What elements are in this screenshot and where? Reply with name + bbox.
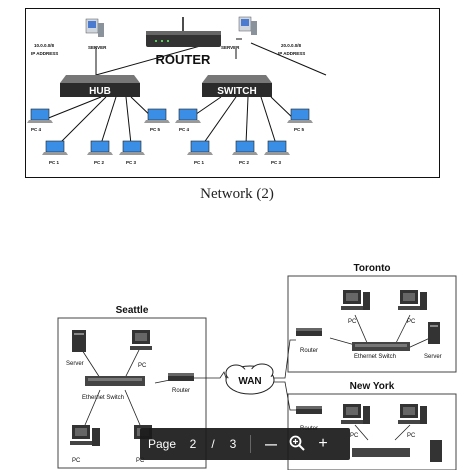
seattle-switch-label: Ethernet Switch bbox=[82, 395, 124, 401]
ny-server-icon bbox=[430, 440, 442, 462]
seattle-pc-top-label: PC bbox=[138, 363, 147, 369]
router-label: ROUTER bbox=[156, 52, 212, 67]
right-pc1-label: PC 1 bbox=[194, 160, 205, 165]
seattle-switch-icon bbox=[85, 376, 145, 386]
seattle-router-icon bbox=[168, 373, 194, 381]
laptop-icon bbox=[264, 140, 290, 155]
left-server-label: SERVER bbox=[88, 45, 107, 50]
laptop-icon bbox=[187, 140, 213, 155]
toolbar-divider bbox=[250, 435, 251, 453]
seattle-title: Seattle bbox=[116, 305, 149, 316]
laptop-icon bbox=[42, 140, 68, 155]
toronto-pc1-label: PC bbox=[348, 319, 357, 325]
diagram1-links bbox=[40, 38, 327, 148]
ny-pc1-icon bbox=[341, 404, 370, 424]
seattle-server-label: Server bbox=[66, 361, 84, 367]
right-server-label: SERVER bbox=[221, 45, 240, 50]
right-pc2-label: PC 2 bbox=[239, 160, 250, 165]
left-pc4-label: PC 4 bbox=[31, 127, 42, 132]
toronto-server-icon bbox=[428, 322, 440, 344]
left-laptops bbox=[27, 108, 170, 155]
wan-cloud-icon bbox=[225, 363, 275, 395]
toronto-switch-icon bbox=[352, 342, 410, 351]
laptop-icon bbox=[87, 140, 113, 155]
ny-router-icon bbox=[296, 406, 322, 414]
page-navigation-toolbar: Page 2 / 3 — + bbox=[140, 428, 350, 460]
seattle-pc-bottom-label: PC bbox=[72, 458, 81, 464]
network-diagram-1: ROUTER SERVER SERVER 10.0.0.0/8 IP ADDRE… bbox=[25, 8, 440, 178]
figure-caption: Network (2) bbox=[200, 186, 274, 202]
wan-label: WAN bbox=[238, 376, 261, 387]
toronto-pc1-icon bbox=[341, 290, 370, 310]
zoom-icon[interactable] bbox=[283, 435, 311, 454]
switch-label: SWITCH bbox=[217, 86, 256, 97]
laptop-icon bbox=[175, 108, 201, 123]
right-pc4-label: PC 4 bbox=[179, 127, 190, 132]
page-label: Page bbox=[148, 437, 177, 451]
toronto-switch-label: Ethernet Switch bbox=[354, 354, 396, 360]
zoom-out-button[interactable]: — bbox=[265, 437, 277, 451]
left-ip-line2: IP ADDRESS bbox=[31, 51, 58, 56]
seattle-pc-top-icon bbox=[130, 330, 152, 350]
laptop-icon bbox=[27, 108, 53, 123]
switch-device bbox=[202, 75, 272, 97]
left-pc1-label: PC 1 bbox=[49, 160, 60, 165]
left-server-icon bbox=[85, 18, 104, 37]
diagram2-links bbox=[81, 314, 431, 441]
laptop-icon bbox=[287, 108, 313, 123]
zoom-in-button[interactable]: + bbox=[318, 435, 328, 452]
toronto-pc2-icon bbox=[398, 290, 427, 310]
ny-switch-icon bbox=[352, 448, 410, 457]
right-pc5-label: PC 5 bbox=[294, 127, 305, 132]
toronto-box bbox=[287, 275, 457, 373]
toronto-title: Toronto bbox=[353, 263, 390, 274]
ny-pc2-icon bbox=[398, 404, 427, 424]
ny-pc2-label: PC bbox=[407, 433, 416, 439]
newyork-title: New York bbox=[350, 381, 395, 392]
toronto-router-label: Router bbox=[300, 348, 318, 354]
current-page-input[interactable]: 2 bbox=[189, 437, 197, 451]
toronto-router-icon bbox=[296, 328, 322, 336]
left-pc2-label: PC 2 bbox=[94, 160, 105, 165]
seattle-server-icon bbox=[72, 330, 86, 352]
right-ip-line1: 20.0.0.0/8 bbox=[281, 43, 302, 48]
right-pc3-label: PC 3 bbox=[271, 160, 282, 165]
router-device bbox=[146, 17, 221, 47]
page-separator: / bbox=[211, 437, 215, 451]
left-pc5-label: PC 5 bbox=[150, 127, 161, 132]
left-ip-line1: 10.0.0.0/8 bbox=[34, 43, 55, 48]
seattle-router-label: Router bbox=[172, 388, 190, 394]
left-pc3-label: PC 3 bbox=[126, 160, 137, 165]
right-server-icon bbox=[238, 16, 257, 35]
right-ip-line2: IP ADDRESS bbox=[278, 51, 305, 56]
toronto-pc2-label: PC bbox=[407, 319, 416, 325]
right-laptops bbox=[175, 108, 313, 155]
hub-device bbox=[60, 75, 140, 97]
laptop-icon bbox=[144, 108, 170, 123]
network-diagram-1-svg: ROUTER SERVER SERVER 10.0.0.0/8 IP ADDRE… bbox=[27, 16, 327, 165]
seattle-pc-bottom-icon bbox=[70, 425, 100, 446]
toronto-server-label: Server bbox=[424, 354, 442, 360]
laptop-icon bbox=[232, 140, 258, 155]
total-pages: 3 bbox=[229, 437, 237, 451]
laptop-icon bbox=[119, 140, 145, 155]
magnifier-icon bbox=[289, 435, 305, 451]
ny-pc1-label: PC bbox=[350, 433, 359, 439]
hub-label: HUB bbox=[89, 86, 111, 97]
